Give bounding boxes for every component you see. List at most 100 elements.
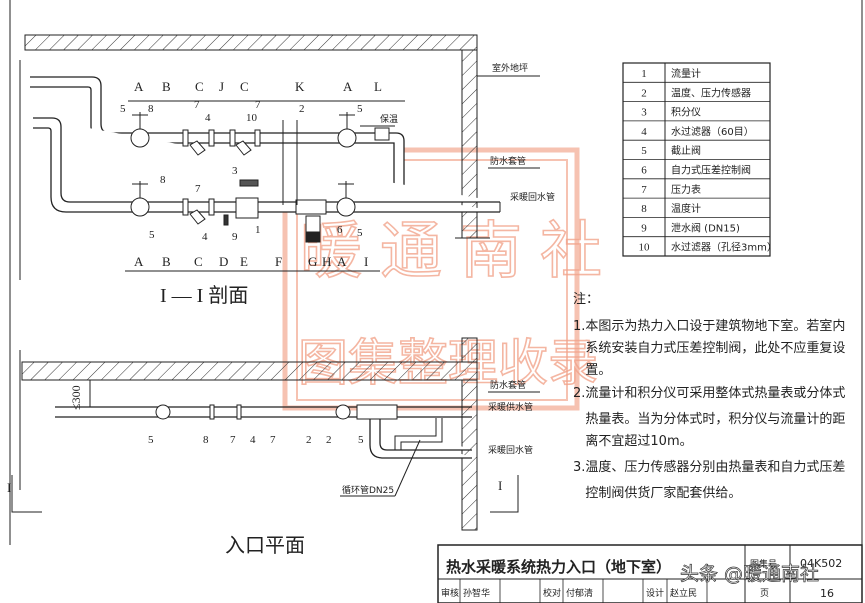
legend-name: 泄水阀 (DN15) <box>671 221 740 234</box>
plan-callouts: 5 8 7 4 7 2 2 5 <box>148 434 364 446</box>
check-label: 校对 <box>543 587 561 599</box>
svg-text:10: 10 <box>246 112 258 124</box>
svg-text:4: 4 <box>205 112 211 124</box>
legend-number: 1 <box>641 68 647 80</box>
svg-text:7: 7 <box>195 183 201 195</box>
legend-number: 7 <box>641 184 647 196</box>
plan-view: ≤300 5 8 7 4 7 2 2 5 防水套管 采暖供水管 采暖回水管 循环… <box>7 337 540 557</box>
note-line: 1.本图示为热力入口设于建筑物地下室。若室内 <box>573 318 845 334</box>
svg-text:E: E <box>240 254 248 269</box>
section-mark-right: I <box>498 478 502 493</box>
drawing-title: 热水采暖系统热力入口（地下室） <box>446 558 671 576</box>
page-label: 页 <box>760 588 769 599</box>
plan-label-supply: 采暖供水管 <box>488 401 533 413</box>
svg-text:2: 2 <box>306 434 312 446</box>
legend-name: 水过滤器（60目） <box>671 125 754 138</box>
credit-watermark: 头条 @暖通南社 <box>680 563 819 585</box>
svg-text:2: 2 <box>326 434 332 446</box>
note-line: 热量表。当为分体式时，积分仪与流量计的距 <box>573 411 845 427</box>
notes-heading: 注： <box>573 292 599 307</box>
svg-text:8: 8 <box>160 174 166 186</box>
legend-name: 截止阀 <box>671 144 701 157</box>
legend-name: 流量计 <box>671 67 701 80</box>
svg-text:B: B <box>162 79 171 94</box>
svg-text:F: F <box>275 254 282 269</box>
svg-text:4: 4 <box>202 231 208 243</box>
legend-number: 9 <box>641 222 647 234</box>
svg-text:5: 5 <box>120 103 126 115</box>
callouts-upper: 5 8 7 4 7 10 2 5 <box>120 99 363 124</box>
plan-label-sleeve: 防水套管 <box>490 379 526 391</box>
label-outdoor-grade: 室外地坪 <box>492 62 528 74</box>
legend-number: 3 <box>641 107 647 119</box>
designer-name: 赵立民 <box>670 587 697 599</box>
watermark-line1: 暖通南社 <box>300 214 620 287</box>
legend-number: 2 <box>641 87 647 99</box>
svg-text:K: K <box>295 79 305 94</box>
plan-label-bypass: 循环管DN25 <box>342 484 394 496</box>
svg-text:D: D <box>219 254 228 269</box>
legend-name: 压力表 <box>671 183 701 196</box>
ceiling-slab <box>24 34 478 51</box>
atlas-number: 04K502 <box>800 557 842 570</box>
title-block: 热水采暖系统热力入口（地下室） 图集号 04K502 审核 孙智华 校对 付郁清… <box>437 544 863 603</box>
legend-number: 8 <box>641 203 647 215</box>
svg-text:7: 7 <box>230 434 236 446</box>
svg-text:1: 1 <box>255 224 261 236</box>
svg-text:I: I <box>364 254 368 269</box>
review-label: 审核 <box>441 587 459 599</box>
plan-wall <box>21 361 478 381</box>
svg-text:7: 7 <box>270 434 276 446</box>
dim-labels-top: A B C J C K A L <box>134 79 382 94</box>
legend-name: 积分仪 <box>671 107 701 119</box>
svg-text:4: 4 <box>250 434 256 446</box>
page-number: 16 <box>820 587 834 600</box>
svg-text:2: 2 <box>299 103 305 115</box>
dim-labels-bottom: A B C D E F G H A I <box>134 254 368 269</box>
watermark: 暖通南社 图集整理收录 <box>282 147 620 411</box>
svg-text:J: J <box>219 79 224 94</box>
svg-text:5: 5 <box>358 434 364 446</box>
note-line: 系统安装自力式压差控制阀，此处不应重复设 <box>573 340 845 356</box>
design-label: 设计 <box>646 587 664 599</box>
legend-number: 4 <box>641 126 647 138</box>
svg-text:5: 5 <box>148 434 154 446</box>
label-return-pipe: 采暖回水管 <box>510 191 555 203</box>
svg-text:G: G <box>308 254 317 269</box>
note-line: 置。 <box>573 363 611 378</box>
section-view: 室外地坪 A B <box>19 34 555 307</box>
svg-text:A: A <box>343 79 353 94</box>
svg-text:7: 7 <box>194 99 200 111</box>
svg-text:5: 5 <box>357 103 363 115</box>
note-line: 2.流量计和积分仪可采用整体式热量表或分体式 <box>573 386 845 401</box>
svg-text:A: A <box>134 79 144 94</box>
svg-text:8: 8 <box>203 434 209 446</box>
note-line: 控制阀供货厂家配套供给。 <box>573 485 741 501</box>
svg-text:8: 8 <box>148 103 154 115</box>
svg-text:6: 6 <box>337 224 343 236</box>
svg-text:C: C <box>194 254 203 269</box>
notes: 注： 1.本图示为热力入口设于建筑物地下室。若室内 系统安装自力式压差控制阀，此… <box>573 292 845 501</box>
svg-text:B: B <box>162 254 171 269</box>
svg-text:A: A <box>134 254 144 269</box>
plan-dim-300: ≤300 <box>69 385 83 410</box>
legend-number: 6 <box>641 165 647 177</box>
legend-number: 10 <box>639 242 651 254</box>
svg-text:3: 3 <box>232 165 238 177</box>
legend-name: 水过滤器（孔径3mm） <box>671 241 777 254</box>
note-line: 3.温度、压力传感器分别由热量表和自力式压差 <box>573 459 845 475</box>
atlas-label: 图集号 <box>750 558 777 570</box>
plan-title: 入口平面 <box>225 535 305 557</box>
label-insulation: 保温 <box>380 113 398 125</box>
svg-text:7: 7 <box>255 99 261 111</box>
label-waterproof-sleeve: 防水套管 <box>490 155 526 167</box>
plan-label-return: 采暖回水管 <box>488 444 533 456</box>
svg-text:9: 9 <box>232 231 238 243</box>
section-mark-left: I <box>7 480 11 495</box>
reviewer-name: 孙智华 <box>463 587 490 599</box>
legend-name: 自力式压差控制阀 <box>671 164 751 177</box>
note-line: 离不宜超过10m。 <box>573 433 693 449</box>
svg-text:L: L <box>374 79 382 94</box>
